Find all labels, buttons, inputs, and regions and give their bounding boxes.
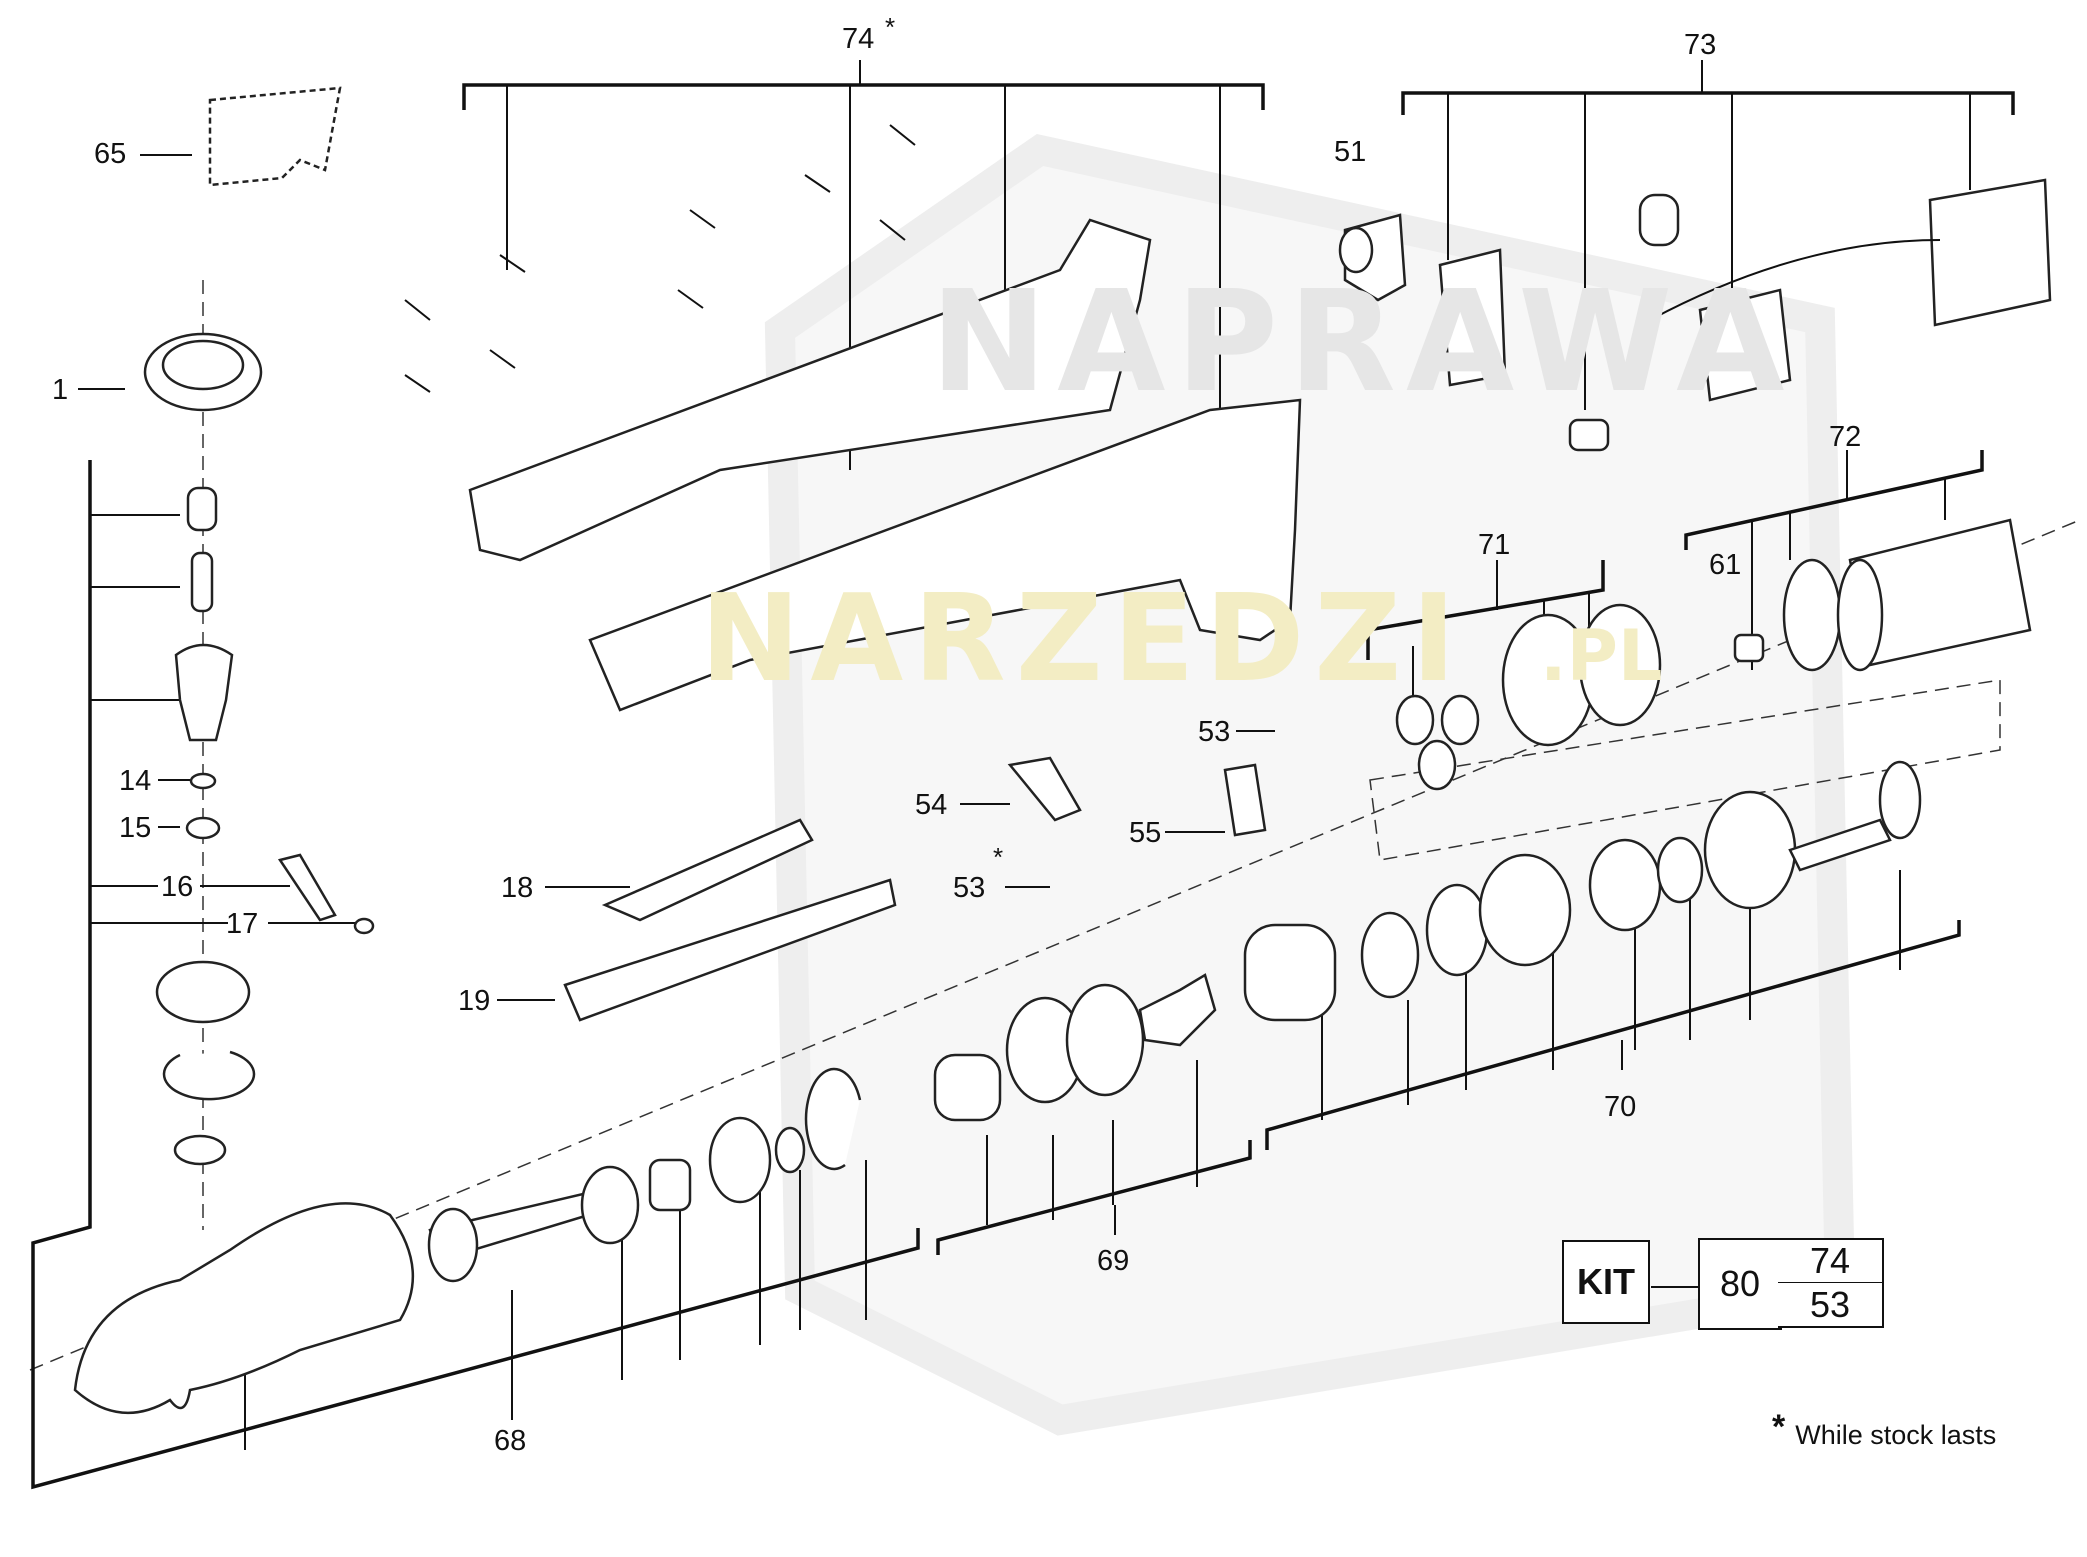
hammer-70 xyxy=(1243,923,1337,1022)
anvil xyxy=(174,643,234,742)
callout-71: 71 xyxy=(1478,529,1510,561)
callout-19: 19 xyxy=(458,985,490,1017)
anvil-69 xyxy=(1138,973,1217,1047)
washer-17 xyxy=(353,917,375,935)
spring-51 xyxy=(1338,226,1374,274)
circlip xyxy=(804,1067,862,1171)
kit-number: 80 xyxy=(1719,1263,1761,1304)
kit-label: KIT xyxy=(1577,1261,1635,1302)
callout-15: 15 xyxy=(119,812,151,844)
label-plate-65 xyxy=(208,86,342,187)
sleeve-69 xyxy=(933,1053,1002,1122)
callout-53: 53 xyxy=(1198,716,1230,748)
clip-18 xyxy=(601,818,814,922)
pinion-61 xyxy=(1733,633,1765,663)
kit-content-53: 53 xyxy=(1809,1283,1851,1325)
callout-53-star: 53 xyxy=(953,872,985,904)
led-73 xyxy=(1568,418,1610,452)
leader-lines xyxy=(78,154,1275,1001)
callout-53-asterisk: * xyxy=(993,842,1003,872)
footnote: * While stock lasts xyxy=(1772,1408,1996,1451)
sleeve-68 xyxy=(648,1158,692,1212)
angle-head-68 xyxy=(73,1202,415,1415)
contact-54 xyxy=(1007,756,1082,822)
bearing xyxy=(155,960,251,1024)
kit-content-1: 74 xyxy=(1778,1238,1884,1284)
screw-16 xyxy=(277,853,337,922)
housing-half-74a xyxy=(468,218,1152,562)
sleeve-73 xyxy=(1638,193,1680,247)
callout-68: 68 xyxy=(494,1425,526,1457)
switch-part-73 xyxy=(1438,248,1507,387)
brackets xyxy=(31,60,2015,1490)
kit-number-box: 80 xyxy=(1698,1238,1782,1330)
screws xyxy=(404,124,916,393)
retaining-ring xyxy=(162,1050,256,1101)
bearing-68b xyxy=(708,1116,772,1204)
snap-ring xyxy=(173,1134,227,1166)
callout-61: 61 xyxy=(1709,549,1741,581)
planet-gear xyxy=(1395,694,1435,746)
callout-18: 18 xyxy=(501,872,533,904)
washer-71 xyxy=(1578,603,1662,727)
motor-plate-72 xyxy=(1782,558,1842,672)
callout-1: 1 xyxy=(52,374,68,406)
ring-gear-70 xyxy=(1703,790,1797,910)
watermark: NAPRAWA NARZEDZI .PL xyxy=(700,261,1794,709)
callout-72: 72 xyxy=(1829,421,1861,453)
watermark-line1: NAPRAWA xyxy=(930,261,1794,424)
ball-ring xyxy=(1360,911,1420,999)
bearing-68a xyxy=(580,1165,640,1245)
watermark-suffix: .PL xyxy=(1540,615,1663,697)
pin-2 xyxy=(190,551,214,613)
kit-content-74: 74 xyxy=(1809,1240,1851,1281)
footnote-symbol: * xyxy=(1772,1408,1786,1446)
washer-69b xyxy=(1065,983,1145,1097)
callout-70: 70 xyxy=(1604,1091,1636,1123)
callout-73: 73 xyxy=(1684,29,1716,61)
housing-half-74b xyxy=(588,398,1302,712)
subassembly-outline xyxy=(1369,679,2001,861)
callout-14: 14 xyxy=(119,765,151,797)
callout-51: 51 xyxy=(1334,136,1366,168)
callout-74-star: * xyxy=(885,12,895,42)
ring-15 xyxy=(185,816,221,840)
callout-65: 65 xyxy=(94,138,126,170)
watermark-line2: NARZEDZI xyxy=(700,570,1466,709)
bracket-55 xyxy=(1223,763,1267,837)
pin xyxy=(186,486,218,532)
pcb-73 xyxy=(1928,178,2052,327)
callout-labels: 74 * 73 65 51 1 72 71 61 53 54 55 14 15 … xyxy=(52,12,1861,1457)
switch-73 xyxy=(1698,288,1792,402)
o-ring-14 xyxy=(189,772,217,790)
callout-74: 74 xyxy=(842,23,874,55)
cover-19 xyxy=(563,878,897,1022)
callout-16: 16 xyxy=(161,871,193,903)
callout-69: 69 xyxy=(1097,1245,1129,1277)
kit-content-2: 53 xyxy=(1778,1283,1884,1328)
spring-70 xyxy=(1478,853,1572,967)
kit-label-box: KIT xyxy=(1562,1240,1650,1324)
callout-17: 17 xyxy=(226,908,258,940)
parts xyxy=(73,86,2052,1415)
footnote-text: While stock lasts xyxy=(1795,1420,1997,1450)
shaft-70 xyxy=(1788,818,1892,872)
callout-54: 54 xyxy=(915,789,947,821)
callout-55: 55 xyxy=(1129,817,1161,849)
